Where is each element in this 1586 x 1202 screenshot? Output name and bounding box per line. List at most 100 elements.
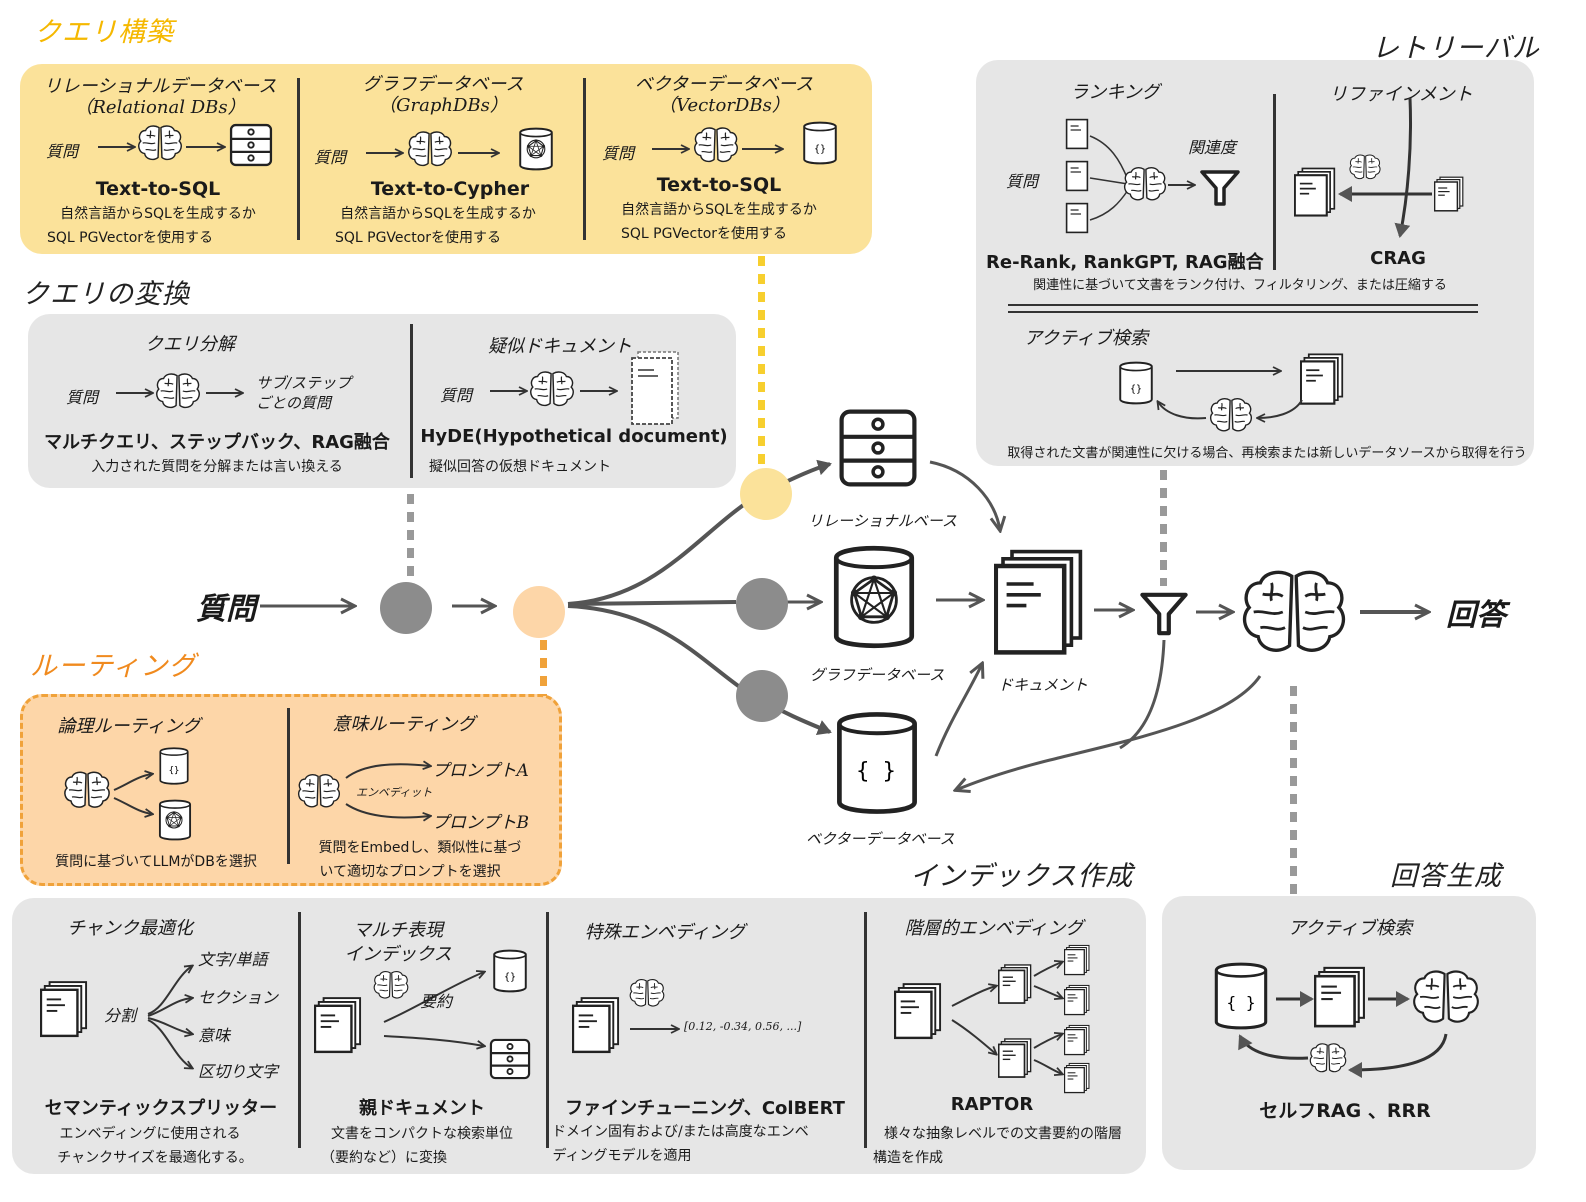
split-option-1: 文字/単語 xyxy=(198,950,268,969)
routing-panel xyxy=(20,694,562,886)
question-label: 質問 xyxy=(46,142,79,161)
arrow-icon xyxy=(652,142,692,156)
section-title-query-translation: クエリの変換 xyxy=(22,279,190,310)
relational-subheading: （Relational DBs） xyxy=(74,97,246,118)
arrow-icon xyxy=(98,140,138,154)
arrow-icon xyxy=(490,384,530,398)
document-icon xyxy=(894,980,942,1042)
answer-label: 回答 xyxy=(1446,598,1506,633)
svg-text:{ }: { } xyxy=(1227,993,1256,1012)
flow-node-construction[interactable] xyxy=(740,468,792,520)
vector-db-icon: { } xyxy=(1214,962,1268,1030)
chunk-heading: チャンク最適化 xyxy=(67,918,193,939)
multi-heading-2: インデックス xyxy=(344,944,452,965)
flow-node-translation[interactable] xyxy=(380,582,432,634)
arrow-icon xyxy=(116,386,156,400)
refinement-title: CRAG xyxy=(1370,248,1426,269)
special-heading: 特殊エンベディング xyxy=(584,922,746,943)
graph-title: Text-to-Cypher xyxy=(370,178,530,200)
question-label: 質問 xyxy=(602,144,635,163)
graph-desc-1: 自然言語からSQLを生成するか xyxy=(340,206,536,222)
generation-title: セルフRAG 、RRR xyxy=(1259,1100,1431,1122)
connector-dashed xyxy=(1290,686,1297,896)
vector-subheading: （VectorDBs） xyxy=(658,95,790,116)
divider xyxy=(864,912,867,1148)
svg-text:{}: {} xyxy=(504,972,516,983)
relational-desc-2: SQL PGVectorを使用する xyxy=(46,230,214,246)
question-label: 質問 xyxy=(66,388,99,407)
section-title-generation: 回答生成 xyxy=(1390,861,1502,892)
vector-db-icon: {} xyxy=(490,948,530,994)
pseudo-document-icon xyxy=(631,351,679,425)
arrow-icon xyxy=(113,768,158,822)
relational-heading: リレーショナルデータベース xyxy=(43,76,277,97)
graph-db-icon xyxy=(826,542,922,652)
generation-panel xyxy=(1162,896,1536,1170)
ranking-title: Re-Rank, RankGPT, RAG融合 xyxy=(986,252,1264,273)
embed-label: エンベディット xyxy=(356,786,433,799)
divider xyxy=(297,78,300,240)
active-retrieval-desc: 取得された文書が関連性に欠ける場合、再検索または新しいデータソースから取得を行う xyxy=(1007,446,1527,461)
vector-db-label: ベクターデータベース xyxy=(806,830,955,848)
arrow-icon xyxy=(366,146,406,160)
connector-dashed xyxy=(1160,470,1167,586)
section-title-retrieval: レトリーバル xyxy=(1372,33,1540,64)
arrow-icon xyxy=(1168,178,1198,192)
arrow-icon xyxy=(1368,991,1410,1007)
svg-text:{ }: { } xyxy=(856,759,896,784)
prompt-b-label: プロンプトB xyxy=(432,813,529,833)
question-label: 質問 xyxy=(1006,172,1039,191)
refinement-heading: リファインメント xyxy=(1329,84,1473,105)
arrow-icon xyxy=(458,146,500,160)
svg-text:{}: {} xyxy=(814,144,826,155)
arrow-icon xyxy=(186,140,226,154)
document-icon xyxy=(998,962,1032,1006)
flow-node-graph[interactable] xyxy=(736,578,788,630)
vector-desc-2: SQL PGVectorを使用する xyxy=(620,226,788,242)
query-translation-panel xyxy=(28,314,736,488)
special-desc-2: ディングモデルを適用 xyxy=(552,1148,692,1164)
section-title-indexing: インデックス作成 xyxy=(910,861,1134,892)
flow-node-vector[interactable] xyxy=(736,670,788,722)
database-icon xyxy=(488,1034,532,1084)
vector-db-icon: {} xyxy=(800,120,840,166)
brain-icon xyxy=(1308,1040,1348,1076)
retrieval-shared-desc: 関連性に基づいて文書をランク付け、フィルタリング、または圧縮する xyxy=(1033,278,1447,293)
relational-title: Text-to-SQL xyxy=(95,178,221,200)
logical-routing-heading: 論理ルーティング xyxy=(57,716,201,737)
pseudo-desc: 擬似回答の仮想ドキュメント xyxy=(429,459,611,475)
arrow-icon xyxy=(206,386,246,400)
vector-db-icon: { } xyxy=(830,704,924,822)
document-icon xyxy=(1064,1024,1090,1056)
arrow-icon xyxy=(1348,1033,1448,1078)
multi-title: 親ドキュメント xyxy=(359,1098,485,1119)
special-desc-1: ドメイン固有および/または高度なエンベ xyxy=(552,1124,809,1140)
divider xyxy=(546,912,549,1148)
document-icon xyxy=(1064,1062,1090,1094)
split-option-4: 区切り文字 xyxy=(198,1062,279,1081)
vector-db-icon: {} xyxy=(1116,360,1156,406)
arrow-icon xyxy=(1154,398,1207,420)
document-icon xyxy=(40,978,88,1040)
brain-icon xyxy=(628,976,666,1010)
flow-node-routing[interactable] xyxy=(513,586,565,638)
arrow-icon xyxy=(1176,364,1286,378)
semantic-routing-heading: 意味ルーティング xyxy=(332,714,476,735)
arrow-icon xyxy=(580,384,620,398)
arrow-icon xyxy=(1238,1034,1309,1060)
connector-dashed xyxy=(540,640,547,696)
section-title-query-construction: クエリ構築 xyxy=(34,17,174,48)
svg-text:{}: {} xyxy=(169,766,180,776)
divider xyxy=(287,708,290,864)
prompt-a-label: プロンプトA xyxy=(432,761,529,781)
pseudo-heading: 疑似ドキュメント xyxy=(488,336,632,357)
arrow-icon xyxy=(383,966,490,1066)
summary-label: 要約 xyxy=(420,992,453,1011)
document-icon xyxy=(1064,944,1090,976)
multi-desc-1: 文書をコンパクトな検索単位 xyxy=(331,1126,513,1142)
question-input-label: 質問 xyxy=(196,592,256,627)
ranking-heading: ランキング xyxy=(1070,82,1160,103)
relational-desc-1: 自然言語からSQLを生成するか xyxy=(60,206,256,222)
chunk-title: セマンティックスプリッター xyxy=(44,1098,278,1119)
arrow-icon xyxy=(630,1022,682,1036)
